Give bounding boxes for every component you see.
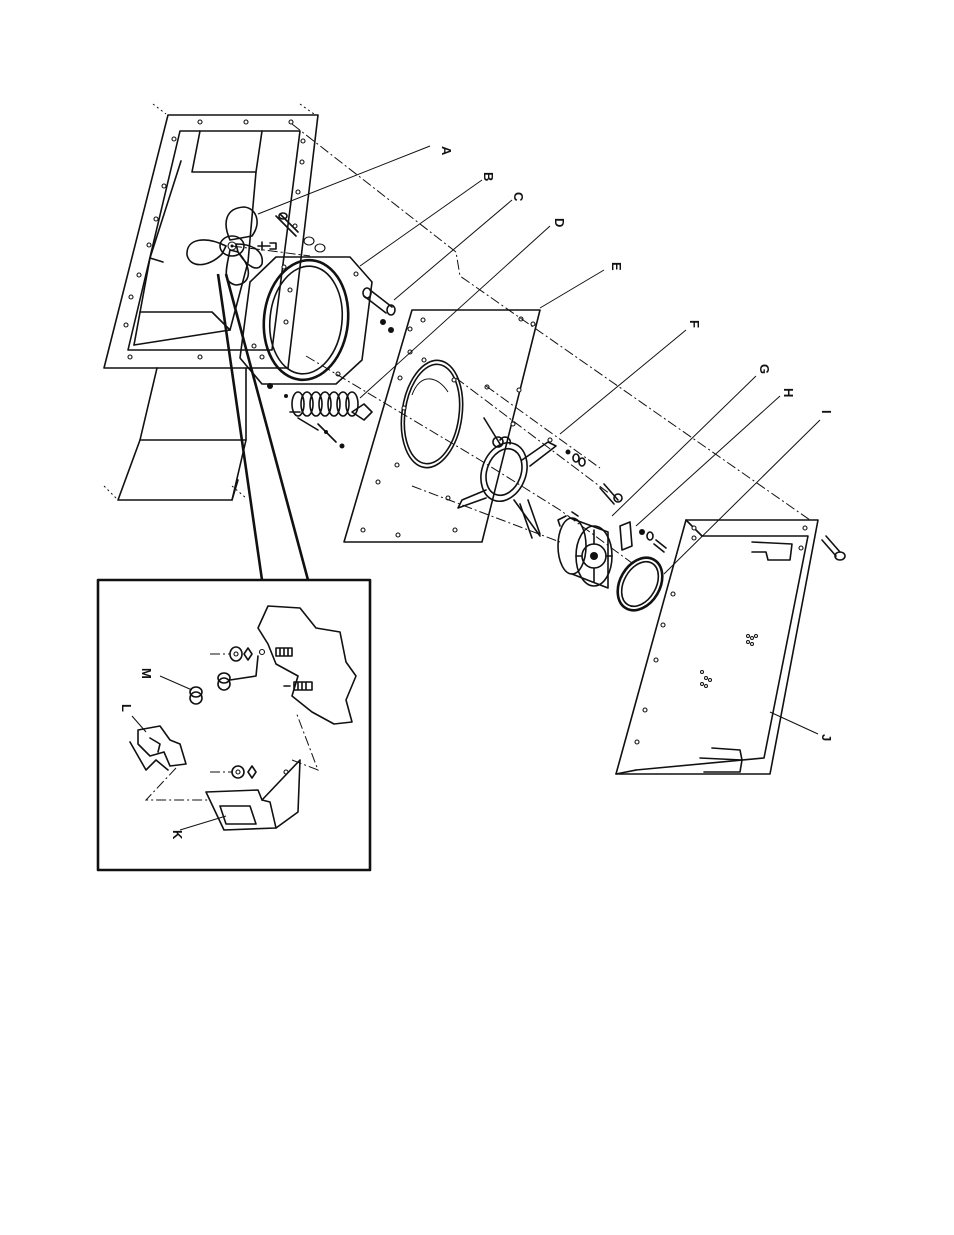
label-h: H — [781, 388, 796, 397]
callout-labels: A B C D E F G H I J K L M — [119, 146, 834, 840]
hub-screw — [258, 213, 325, 252]
fan-housing — [104, 104, 318, 500]
label-c: C — [511, 192, 526, 202]
label-a: A — [439, 146, 454, 156]
motor-mounting-plate — [344, 310, 540, 542]
label-g: G — [757, 364, 772, 374]
label-d: D — [552, 218, 567, 227]
orifice-ring-plate — [240, 256, 372, 384]
bolts-and-washers — [566, 450, 623, 505]
detail-inset-box — [98, 580, 370, 870]
fan-blade — [187, 207, 262, 285]
label-e: E — [609, 262, 624, 271]
label-l: L — [119, 704, 134, 712]
heater-coil — [267, 383, 372, 449]
label-b: B — [481, 172, 496, 181]
label-k: K — [170, 830, 185, 840]
label-f: F — [687, 320, 702, 328]
cover-screw — [822, 536, 845, 560]
label-i: I — [819, 410, 834, 414]
label-m: M — [139, 668, 154, 679]
motor-bracket — [458, 418, 556, 538]
label-j: J — [819, 734, 834, 741]
clamp — [620, 522, 666, 552]
fan-motor — [558, 512, 612, 588]
